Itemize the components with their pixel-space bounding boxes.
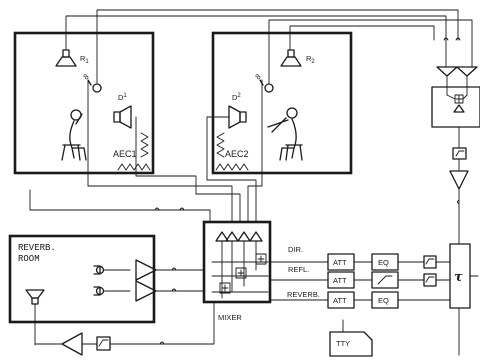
loudspeaker-d1-icon — [113, 105, 132, 129]
speaker-r2-label: R2 — [306, 54, 315, 65]
mic-pattern-2: 8 — [254, 72, 263, 82]
absorber-2-floor-icon — [215, 163, 249, 171]
summing-node — [219, 282, 231, 294]
att-refl-label: ATT — [333, 276, 347, 285]
summing-node — [235, 267, 247, 279]
slope-filter-box — [371, 271, 399, 289]
speaker-r2-icon — [280, 49, 302, 67]
microphone-2-icon — [259, 79, 274, 93]
summing-node — [255, 253, 267, 265]
amplifier-icon — [449, 170, 469, 190]
amplifier-icon — [135, 280, 157, 302]
reverb-room-label-1: REVERB. — [18, 243, 56, 253]
eq-reverb-label: EQ — [378, 296, 389, 305]
delay-block: τ — [449, 243, 479, 356]
path-refl-label: REFL. — [288, 265, 309, 274]
amplifier-icon — [436, 66, 458, 77]
loudspeaker-d2-icon — [228, 105, 247, 129]
room-2: R2 8 D2 AEC2 — [211, 31, 353, 175]
filter-icon — [423, 273, 437, 287]
amplifier-icon — [61, 332, 83, 356]
tty-block: TTY — [329, 319, 373, 357]
signal-paths: DIR. ATT EQ REFL. ATT REVERB. ATT EQ — [269, 245, 451, 309]
room-to-mixer-wiring — [29, 79, 263, 223]
tty-label: TTY — [336, 339, 350, 348]
seated-violinist-icon — [267, 107, 303, 161]
mixer-input-amplifiers — [215, 231, 263, 242]
right-amp-column — [431, 39, 480, 245]
mixer-block-right — [431, 86, 480, 128]
top-wiring — [65, 9, 473, 84]
path-dir-label: DIR. — [288, 245, 303, 254]
att-dir-label: ATT — [333, 258, 347, 267]
filter-icon — [96, 336, 111, 351]
loudspeaker-d1-label: D1 — [118, 93, 127, 102]
absorber-2-icon — [216, 132, 225, 158]
reverb-speaker-icon — [25, 289, 45, 346]
reverb-mic-2-icon — [93, 286, 105, 296]
path-reverb-label: REVERB. — [287, 290, 320, 299]
speaker-r1-icon — [55, 49, 77, 67]
att-reverb-label: ATT — [333, 296, 347, 305]
amplifier-icon — [135, 259, 157, 281]
filter-icon — [423, 255, 437, 269]
amplifier-icon — [456, 66, 478, 77]
aec2-label: AEC2 — [225, 149, 249, 159]
absorber-1-floor-icon — [117, 163, 151, 171]
reverb-room: REVERB. ROOM — [8, 234, 156, 346]
seated-person-phone-icon — [61, 109, 87, 161]
reverb-feed-path — [34, 301, 215, 356]
mic-pattern-1: 8 — [82, 72, 91, 82]
reverb-room-label-2: ROOM — [18, 254, 40, 264]
speaker-r1-label: R1 — [80, 54, 89, 65]
loudspeaker-d2-label: D2 — [232, 93, 241, 102]
filter-icon — [452, 147, 467, 160]
mixer-label: MIXER — [218, 313, 242, 322]
aec1-label: AEC1 — [113, 149, 137, 159]
microphone-1-icon — [87, 79, 102, 93]
delay-symbol: τ — [454, 270, 463, 285]
eq-dir-label: EQ — [378, 258, 389, 267]
room-1: R1 8 D1 AEC1 — [13, 31, 155, 175]
absorber-1-icon — [140, 132, 149, 158]
reverb-mic-1-icon — [93, 265, 105, 275]
